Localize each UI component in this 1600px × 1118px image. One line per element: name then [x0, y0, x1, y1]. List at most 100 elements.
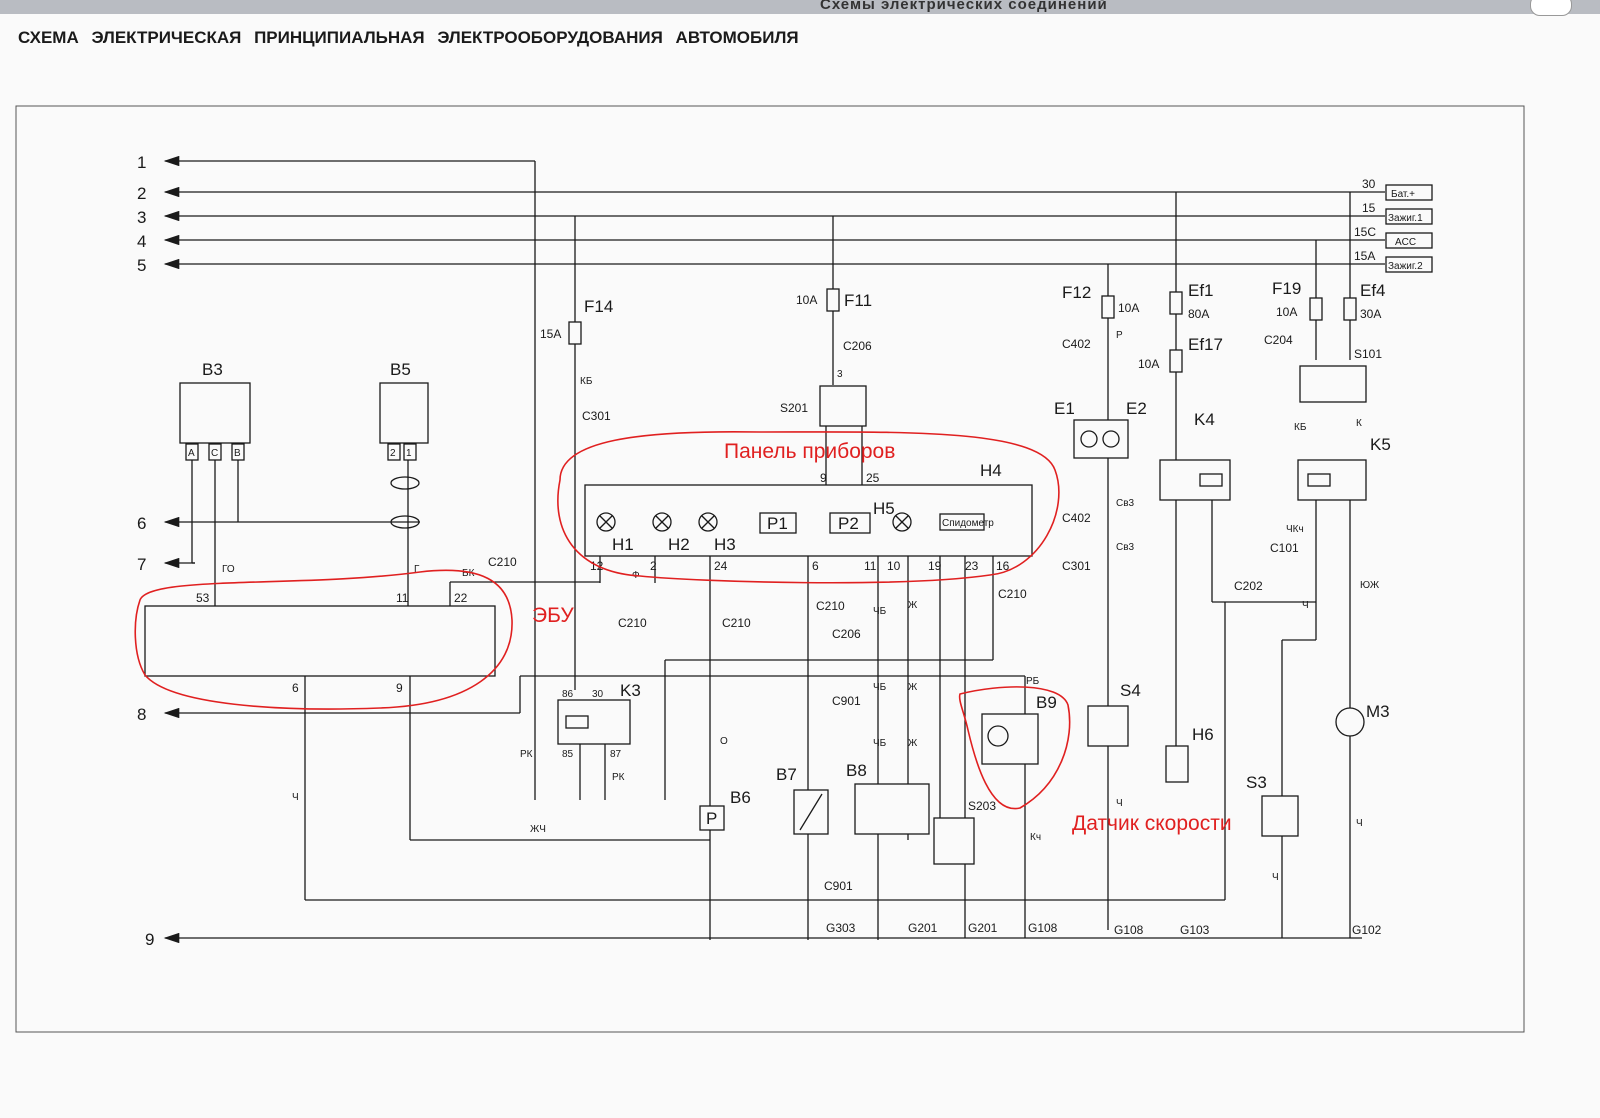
ecu-pin-11: 11: [396, 591, 409, 605]
terminal-acc: ACC: [1395, 237, 1416, 248]
ecu-pin-53: 53: [196, 591, 210, 605]
splice-s201-label: S201: [780, 401, 808, 415]
ground-g201-1: G201: [908, 921, 938, 935]
wire-kb-1: КБ: [580, 376, 593, 387]
conn-c206-2: C206: [832, 627, 861, 641]
wire-kch: Кч: [1030, 832, 1041, 843]
svg-text:23: 23: [965, 559, 979, 573]
component-b5: [379, 382, 429, 444]
page-title: СХЕМА ЭЛЕКТРИЧЕСКАЯ ПРИНЦИПИАЛЬНАЯ ЭЛЕКТ…: [18, 28, 799, 47]
annotation-ecu-outline: [134, 569, 513, 710]
wire-zh-2: Ж: [908, 682, 918, 693]
terminal-15c: 15C: [1354, 225, 1376, 239]
fuse-f11-label: F11: [844, 291, 872, 310]
gauge-p2-label: P2: [838, 514, 859, 533]
splice-s101: [1299, 365, 1367, 403]
ground-g201-2: G201: [968, 921, 998, 935]
conn-c101: C101: [1270, 541, 1299, 555]
panel-leads: [599, 556, 994, 940]
fuse-ef4-label: Ef4: [1360, 281, 1386, 300]
page-number-badge: [1530, 0, 1572, 16]
wire-g: Г: [414, 564, 420, 575]
fuse-f12-rating: 10A: [1118, 301, 1139, 315]
wire-yuzh: ЮЖ: [1360, 580, 1380, 591]
line-num-2: 2: [137, 184, 146, 203]
line-num-8: 8: [137, 705, 146, 724]
fuse-ef4-rating: 30A: [1360, 307, 1381, 321]
svg-text:3: 3: [837, 369, 843, 380]
k3-pin-87: 87: [610, 749, 622, 760]
wire-chb-3: ЧБ: [873, 738, 887, 749]
wire-o: О: [720, 736, 728, 747]
fuse-f14-label: F14: [584, 297, 613, 316]
wire-bk: БК: [462, 568, 475, 579]
svg-text:6: 6: [812, 559, 819, 573]
svg-text:25: 25: [866, 471, 880, 485]
relay-k3-label: K3: [620, 681, 641, 700]
conn-c901-2: C901: [824, 879, 853, 893]
relay-k5-label: K5: [1370, 435, 1391, 454]
pin-1: 1: [406, 448, 412, 459]
fuse-ef1: [1169, 291, 1183, 315]
wire-chb-2: ЧБ: [873, 682, 887, 693]
wire-ch-4: Ч: [1272, 872, 1279, 883]
motor-m3: [1335, 707, 1365, 737]
bus-lines: [163, 155, 1385, 944]
terminal-15: 15: [1362, 201, 1376, 215]
annotation-speed-sensor: Датчик скорости: [1072, 812, 1232, 835]
terminal-ign2: Зажиг.2: [1388, 261, 1423, 272]
wire-ch-5: Ч: [1116, 798, 1123, 809]
k3-pin-86: 86: [562, 689, 574, 700]
lamps: [596, 512, 912, 532]
sensor-b9-label: B9: [1036, 693, 1057, 712]
section-header: Схемы электрических соединений: [820, 0, 1108, 13]
pin-c: C: [211, 448, 218, 459]
line-num-5: 5: [137, 256, 146, 275]
k3-pin-30: 30: [592, 689, 604, 700]
speedometer: [939, 513, 985, 531]
conn-c210-4: C210: [816, 599, 845, 613]
ground-g102: G102: [1352, 923, 1382, 937]
ecu-pin-9: 9: [396, 681, 403, 695]
horn-h6: [1165, 745, 1189, 783]
pin-b: B: [234, 448, 241, 459]
fuse-ef17-label: Ef17: [1188, 335, 1223, 354]
conn-c204: C204: [1264, 333, 1293, 347]
pin-2: 2: [390, 448, 396, 459]
wire-kb-2: КБ: [1294, 422, 1307, 433]
fuse-ef17: [1169, 349, 1183, 373]
terminal-bat: Бат.+: [1391, 189, 1415, 200]
terminal-labels: 30 Бат.+ 15 Зажиг.1 15C ACC 15A Зажиг.2: [1354, 177, 1433, 273]
sensor-b6: [699, 805, 725, 831]
sensor-b7-label: B7: [776, 765, 797, 784]
gauge-p1: [759, 512, 797, 534]
wire-r-1: Р: [1116, 330, 1123, 341]
fuse-ef1-rating: 80A: [1188, 307, 1209, 321]
conn-c206-1: C206: [843, 339, 872, 353]
line-num-6: 6: [137, 514, 146, 533]
k3-pin-85: 85: [562, 749, 574, 760]
lamp-e1-label: E1: [1054, 399, 1075, 418]
svg-text:19: 19: [928, 559, 942, 573]
switch-s4-label: S4: [1120, 681, 1141, 700]
gauge-p1-label: P1: [767, 514, 788, 533]
horn-h6-label: H6: [1192, 725, 1214, 744]
conn-c210-3: C210: [722, 616, 751, 630]
splice-s201: [819, 385, 867, 427]
fuse-ef1-label: Ef1: [1188, 281, 1214, 300]
motor-m3-label: M3: [1366, 702, 1390, 721]
relay-k4: [1159, 459, 1231, 501]
component-h4-label: H4: [980, 461, 1002, 480]
fuse-f12-label: F12: [1062, 283, 1091, 302]
fuse-f19: [1309, 297, 1323, 321]
wire-pk-2: РК: [612, 772, 625, 783]
splice-s203-label: S203: [968, 799, 996, 813]
wire-ch-2: Ч: [1302, 600, 1309, 611]
svg-text:11: 11: [864, 559, 877, 573]
switch-s4: [1087, 705, 1129, 747]
annotation-panel: Панель приборов: [724, 440, 895, 463]
component-b3: [179, 382, 251, 444]
conn-c402-2: C402: [1062, 511, 1091, 525]
fuse-ef17-rating: 10A: [1138, 357, 1159, 371]
